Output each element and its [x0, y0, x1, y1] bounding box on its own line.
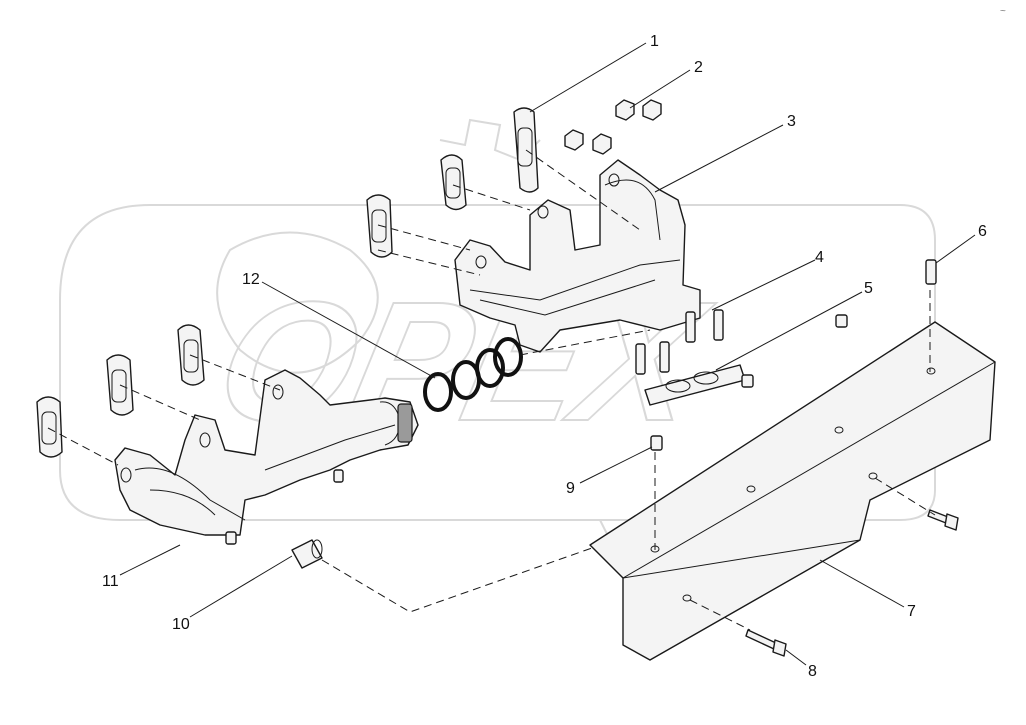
callout-10: 10 [172, 616, 190, 633]
nuts [564, 99, 662, 155]
callout-2: 2 [694, 59, 703, 76]
callout-3: 3 [787, 113, 796, 130]
callout-1: 1 [650, 33, 659, 50]
leader-lines [119, 42, 976, 666]
gasket-lower-3 [36, 396, 63, 458]
callout-9: 9 [566, 480, 575, 497]
callout-6: 6 [978, 223, 987, 240]
heat-shield [589, 321, 996, 661]
callout-4: 4 [815, 249, 824, 266]
assembly-lines [47, 149, 936, 631]
callout-12: 12 [242, 271, 260, 288]
callout-5: 5 [864, 280, 873, 297]
studs [635, 309, 724, 375]
bolt-lower [745, 629, 787, 657]
exhaust-manifold-rear [454, 159, 701, 353]
callout-7: 7 [907, 603, 916, 620]
gasket-upper-2 [440, 154, 467, 211]
callouts: 1 2 3 4 5 6 7 8 9 10 11 12 [102, 33, 987, 680]
gasket-upper-3 [366, 194, 393, 258]
small-bolts [650, 259, 937, 451]
callout-8: 8 [808, 663, 817, 680]
sleeve [291, 539, 323, 569]
corner-mark: ~ [1000, 6, 1006, 17]
callout-11: 11 [102, 573, 119, 590]
o-rings [423, 337, 523, 412]
exhaust-manifold-front [114, 369, 419, 545]
